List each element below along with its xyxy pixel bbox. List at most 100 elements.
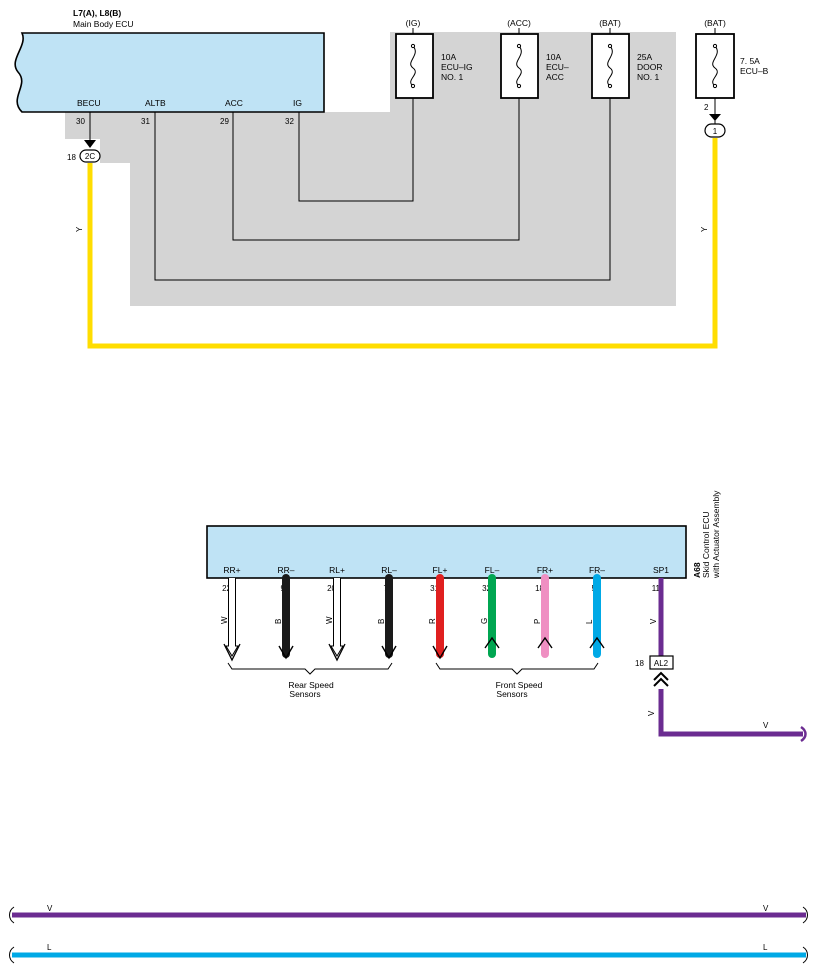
pin-label-frminus: FR– (589, 565, 605, 575)
pin-number: 11 (652, 584, 661, 593)
skid-ecu-name: Skid Control ECU (701, 511, 711, 578)
fuse-ecu-acc: (ACC) 10A ECU– ACC (500, 18, 569, 99)
main-ecu-subtitle: Main Body ECU (73, 19, 133, 29)
pin-number: 20 (327, 584, 336, 593)
pin-label-rrplus: RR+ (223, 565, 240, 575)
pin-number-ig: 32 (285, 117, 294, 126)
skid-ecu-name2: with Actuator Assembly (711, 490, 721, 579)
wire-sp1-violet (658, 578, 803, 737)
wire-ig (298, 98, 414, 202)
wire-color-label: R (428, 618, 437, 624)
wire-color-y-left: Y (75, 226, 84, 232)
ecub-pin: 2 (704, 103, 709, 112)
svg-text:ECU–IG: ECU–IG (441, 62, 473, 72)
svg-text:NO. 1: NO. 1 (441, 72, 463, 82)
svg-text:ACC: ACC (546, 72, 564, 82)
wire-color-label: W (220, 616, 229, 624)
fuse-door-no1: (BAT) 25A DOOR NO. 1 (591, 18, 663, 99)
pin-label-sp1: SP1 (653, 565, 669, 575)
connector-2c (79, 149, 101, 163)
connector-al2-chevron-icon (653, 671, 669, 687)
connector-2c-pin: 18 (67, 153, 76, 162)
pin-label-altb: ALTB (145, 98, 166, 108)
pin-label-frplus: FR+ (537, 565, 553, 575)
front-sensors-brace (435, 662, 599, 675)
wire-yellow (87, 138, 718, 349)
wire-arrow-up-icon (537, 636, 553, 649)
bus-wire-l: L L (9, 943, 808, 964)
main-body-ecu-box (14, 32, 325, 113)
connector-al2 (649, 655, 674, 670)
wire-arrow-down-icon (432, 645, 448, 660)
al2-pin: 18 (635, 659, 644, 668)
wire-color-label: B (377, 619, 386, 624)
bus-l-right-label: L (763, 943, 768, 952)
connector-2c-label: 2C (85, 152, 95, 161)
skid-ecu-pins: RR+22WRR–9BRL+20WRL–7BFL+31RFL–32GFR+18P… (220, 565, 669, 662)
pin-number: 22 (222, 584, 231, 593)
svg-text:ECU–B: ECU–B (740, 66, 769, 76)
pin-label-becu: BECU (77, 98, 101, 108)
pin-label-rlplus: RL+ (329, 565, 345, 575)
wire-arrow-down-icon (278, 645, 294, 660)
svg-text:ECU–: ECU– (546, 62, 569, 72)
pin-label-flminus: FL– (485, 565, 500, 575)
rear-sensors-brace (227, 662, 393, 675)
fuse-source-bat: (BAT) (599, 18, 621, 28)
wire-arrow-down-icon (328, 643, 346, 662)
pin-number: 31 (430, 584, 439, 593)
wire-altb (154, 98, 611, 281)
wire-color-label: W (325, 616, 334, 624)
fuse-box (500, 33, 539, 99)
fuse-box (695, 33, 735, 99)
connector-1 (704, 123, 726, 138)
svg-text:DOOR: DOOR (637, 62, 663, 72)
pin-number-altb: 31 (141, 117, 150, 126)
connector-1-label: 1 (713, 127, 718, 136)
bus-l-left-label: L (47, 943, 52, 952)
wire-color-y-right: Y (700, 226, 709, 232)
pin-number: 32 (482, 584, 491, 593)
fuse-box (591, 33, 630, 99)
svg-text:7. 5A: 7. 5A (740, 56, 760, 66)
svg-text:25A: 25A (637, 52, 652, 62)
pin-number-becu: 30 (76, 117, 85, 126)
wire-arrow-up-icon (484, 636, 500, 649)
svg-text:10A: 10A (546, 52, 561, 62)
wire-color-v-exit: V (763, 721, 769, 730)
pin-number: 18 (535, 584, 544, 593)
connector-al2-label: AL2 (654, 659, 669, 668)
fuse-element-icon (712, 45, 718, 87)
svg-text:10A: 10A (441, 52, 456, 62)
skid-control-ecu-box (206, 525, 687, 579)
front-sensors-label-1: Front Speed (496, 680, 543, 690)
pin-label-flplus: FL+ (433, 565, 448, 575)
connector-1-arrow (709, 114, 721, 121)
svg-text:NO. 1: NO. 1 (637, 72, 659, 82)
wire-acc (232, 98, 520, 241)
wire-color-label: P (533, 619, 542, 624)
connector-2c-arrow (84, 140, 96, 148)
main-ecu-title: L7(A), L8(B) (73, 8, 121, 18)
wire-color-label: V (649, 618, 658, 624)
wire-white (330, 578, 344, 657)
fuse-box (395, 33, 434, 99)
fuse-element-icon (516, 45, 522, 87)
pin-label-acc: ACC (225, 98, 243, 108)
pin-label-rrminus: RR– (277, 565, 294, 575)
rear-sensors-label-1: Rear Speed (288, 680, 334, 690)
fuse-ecu-ig: (IG) 10A ECU–IG NO. 1 (395, 18, 473, 99)
bus-v-left-label: V (47, 904, 53, 913)
pin-label-ig: IG (293, 98, 302, 108)
fuse-source-acc: (ACC) (507, 18, 531, 28)
fuse-source-bat-2: (BAT) (704, 18, 726, 28)
wire-color-v-al2: V (647, 710, 656, 716)
wire-arrow-down-icon (381, 645, 397, 660)
shaded-region (65, 32, 676, 306)
bus-v-right-label: V (763, 904, 769, 913)
front-sensors-label-2: Sensors (496, 689, 527, 699)
skid-ecu-code: A68 (692, 562, 702, 578)
pin-label-rlminus: RL– (381, 565, 397, 575)
pin-number-acc: 29 (220, 117, 229, 126)
